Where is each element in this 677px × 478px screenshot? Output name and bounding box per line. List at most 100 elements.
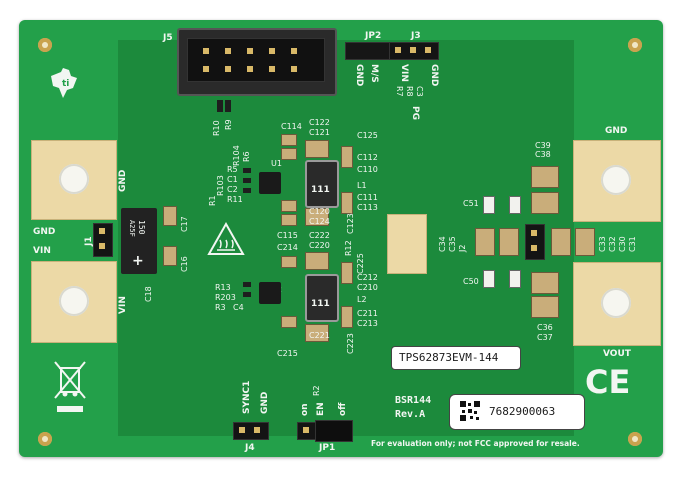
capacitor	[281, 134, 297, 146]
jp1-pin	[303, 427, 309, 433]
c221-label: C221	[309, 331, 330, 340]
capacitor	[483, 196, 495, 214]
j4-header[interactable]	[233, 422, 269, 440]
capacitor	[531, 272, 559, 294]
j5-pin	[203, 66, 209, 72]
capacitor	[483, 270, 495, 288]
c35-label: C35	[448, 236, 457, 252]
capacitor	[341, 262, 353, 284]
hot-surface-icon	[207, 222, 245, 255]
resistor	[243, 188, 251, 193]
vout-terminal-label: VOUT	[603, 349, 631, 359]
capacitor	[341, 306, 353, 328]
j5-pin	[247, 66, 253, 72]
vin-input-post	[59, 286, 89, 316]
jp1-shunt[interactable]	[315, 420, 353, 442]
capacitor	[305, 140, 329, 158]
j5-pin	[269, 48, 275, 54]
gnd-terminal-label: GND	[118, 169, 128, 192]
c222-label: C222	[309, 231, 330, 240]
ti-logo-icon: ti	[51, 68, 77, 98]
c124-label: C124	[309, 217, 330, 226]
c115-label: C115	[277, 231, 298, 240]
c110-label: C110	[357, 165, 378, 174]
j5-pin	[269, 66, 275, 72]
gnd-output-post	[601, 165, 631, 195]
capacitor	[281, 148, 297, 160]
c51-label: C51	[463, 199, 479, 208]
c38-label: C38	[535, 150, 551, 159]
c212-label: C212	[357, 273, 378, 282]
j2-label: J2	[458, 244, 467, 252]
j2-pin	[531, 230, 537, 236]
c122-label: C122	[309, 118, 330, 127]
j3-label: J3	[411, 31, 421, 41]
gnd-input-post	[59, 164, 89, 194]
board-name-plate	[391, 346, 521, 370]
c210-label: C210	[357, 283, 378, 292]
r10-label: R10	[212, 120, 221, 136]
c112-label: C112	[357, 153, 378, 162]
svg-text:ti: ti	[62, 79, 69, 89]
r13-label: R13	[215, 283, 231, 292]
j4-pin	[239, 427, 245, 433]
c114-label: C114	[281, 122, 302, 131]
serial-number: 7682900063	[489, 405, 556, 418]
capacitor	[509, 270, 521, 288]
j5-pin	[291, 66, 297, 72]
c214-label: C214	[277, 243, 298, 252]
capacitor	[575, 228, 595, 256]
capacitor	[163, 246, 177, 266]
c211-label: C211	[357, 309, 378, 318]
j5-pin	[247, 48, 253, 54]
c17-label: C17	[180, 216, 189, 232]
c225-label: C225	[356, 253, 365, 274]
ms-label: M/S	[369, 64, 379, 83]
vin-label: VIN	[33, 246, 51, 256]
jp1-label: JP1	[319, 443, 336, 453]
ce-mark: CE	[585, 363, 631, 401]
c36-label: C36	[537, 323, 553, 332]
jp2-header[interactable]	[345, 42, 391, 60]
j5-label: J5	[163, 33, 173, 43]
j1-pin	[99, 243, 105, 249]
en-label: EN	[316, 402, 326, 416]
resistor	[243, 292, 251, 297]
c125-label: C125	[357, 131, 378, 140]
revision: Rev.A	[395, 409, 426, 420]
c31-label: C31	[628, 236, 637, 252]
capacitor	[281, 214, 297, 226]
resistor	[243, 168, 251, 173]
l2-inductor	[305, 274, 339, 322]
c39-label: C39	[535, 141, 551, 150]
j1-header[interactable]	[93, 223, 113, 257]
qr-code-icon	[459, 400, 481, 422]
r3-label: R3	[215, 303, 226, 312]
r1-label: R1	[208, 195, 217, 206]
mounting-hole	[38, 38, 52, 52]
capacitor	[531, 166, 559, 188]
c16-label: C16	[180, 256, 189, 272]
capacitor	[475, 228, 495, 256]
mounting-hole	[628, 38, 642, 52]
r9-label: R9	[224, 119, 233, 130]
jp2-label: JP2	[365, 31, 382, 41]
resistor	[243, 282, 251, 287]
c18-label: C18	[144, 286, 153, 302]
r104-label: R104	[232, 145, 241, 166]
c120-label: C120	[309, 207, 330, 216]
capacitor	[305, 324, 329, 342]
gnd-label: GND	[429, 64, 439, 87]
mounting-hole	[628, 432, 642, 446]
c111-label: C111	[357, 193, 378, 202]
c4-label: C4	[233, 303, 244, 312]
resistor	[225, 100, 231, 112]
j2-header[interactable]	[525, 224, 545, 260]
j5-pin	[203, 48, 209, 54]
on-label: on	[300, 403, 310, 416]
c213-label: C213	[357, 319, 378, 328]
capacitor	[163, 206, 177, 226]
u1-ic	[259, 172, 281, 194]
l1-inductor	[305, 160, 339, 208]
c50-label: C50	[463, 277, 479, 286]
